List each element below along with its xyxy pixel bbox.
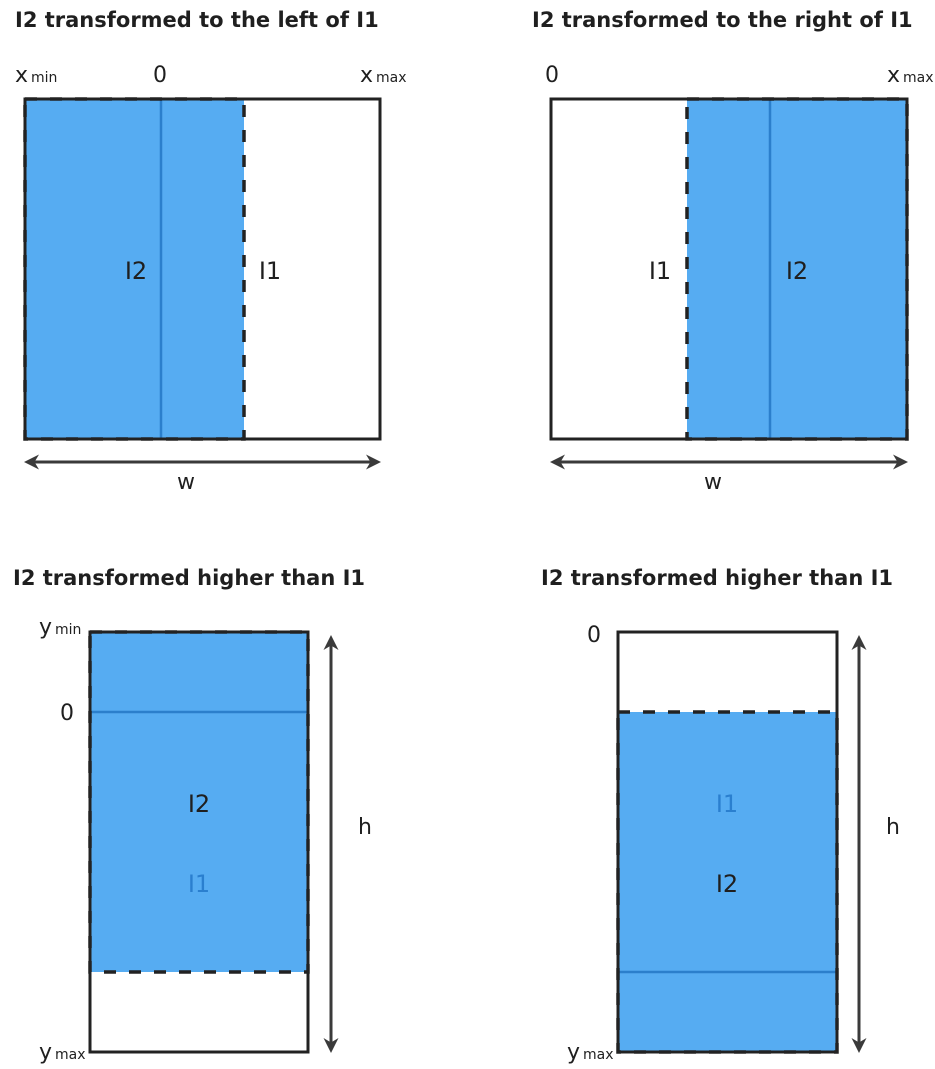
region-label-i1: I1 <box>716 790 738 818</box>
panel-title: I2 transformed to the left of I1 <box>15 8 379 32</box>
region-label-i2: I2 <box>716 870 738 898</box>
dimension-label: h <box>886 815 900 840</box>
region-label-i2: I2 <box>786 257 808 285</box>
dashed-i2-rect <box>685 97 909 441</box>
solid-frame-rect <box>549 97 909 441</box>
dimension-label: w <box>704 470 722 495</box>
region-label-i1: I1 <box>188 870 210 898</box>
axis-label: 0 <box>587 623 601 648</box>
panel-title: I2 transformed higher than I1 <box>541 566 893 590</box>
axis-label: 0 <box>60 701 74 726</box>
dimension-label: w <box>177 470 195 495</box>
solid-frame-rect <box>616 630 839 1054</box>
i2-fill-region <box>90 632 308 972</box>
axis-label: 0 <box>153 63 167 88</box>
dashed-i2-rect <box>88 630 310 974</box>
region-label-i2: I2 <box>188 790 210 818</box>
panel-title: I2 transformed higher than I1 <box>13 566 365 590</box>
dimension-label: h <box>358 815 372 840</box>
i2-fill-region <box>25 99 244 439</box>
region-label-i2: I2 <box>125 257 147 285</box>
region-label-i1: I1 <box>649 257 671 285</box>
region-label-i1: I1 <box>259 257 281 285</box>
dashed-i2-rect <box>616 710 839 1054</box>
panel-title: I2 transformed to the right of I1 <box>532 8 913 32</box>
i2-fill-region <box>687 99 907 439</box>
dashed-i2-rect <box>23 97 246 441</box>
i2-fill-region <box>618 712 837 1052</box>
axis-label: 0 <box>545 63 559 88</box>
